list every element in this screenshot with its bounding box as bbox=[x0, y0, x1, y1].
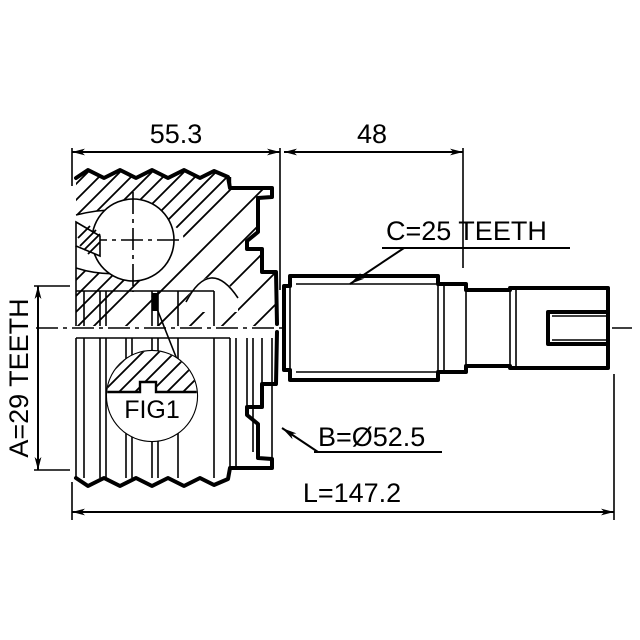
callout-label-b-diameter: B=Ø52.5 bbox=[318, 422, 425, 452]
dimension-48: 48 bbox=[284, 119, 464, 268]
lower-race-vertical-lines bbox=[75, 338, 277, 478]
callout-label-c-25-teeth: C=25 TEETH bbox=[386, 216, 547, 246]
callout-c-25-teeth: C=25 TEETH bbox=[349, 216, 570, 285]
detail-bubble-fig1: FIG1 bbox=[105, 295, 199, 443]
callout-b-diameter: B=Ø52.5 bbox=[281, 422, 442, 453]
ball-cage-hatch bbox=[75, 220, 101, 258]
dimension-overall-length: L=147.2 bbox=[71, 374, 615, 520]
dimension-label-48: 48 bbox=[357, 119, 387, 149]
splined-shaft-assembly bbox=[282, 274, 610, 382]
outer-race-body bbox=[74, 168, 279, 326]
dimension-label-overall-length: L=147.2 bbox=[303, 478, 401, 508]
dimension-55-3: 55.3 bbox=[71, 119, 281, 290]
dimension-label-55-3: 55.3 bbox=[150, 119, 203, 149]
outer-race-lower-half bbox=[74, 330, 279, 488]
fig1-label: FIG1 bbox=[124, 396, 180, 424]
dimension-a-29-teeth: A=29 TEETH bbox=[4, 285, 70, 471]
dimension-label-a-29-teeth: A=29 TEETH bbox=[4, 298, 34, 457]
